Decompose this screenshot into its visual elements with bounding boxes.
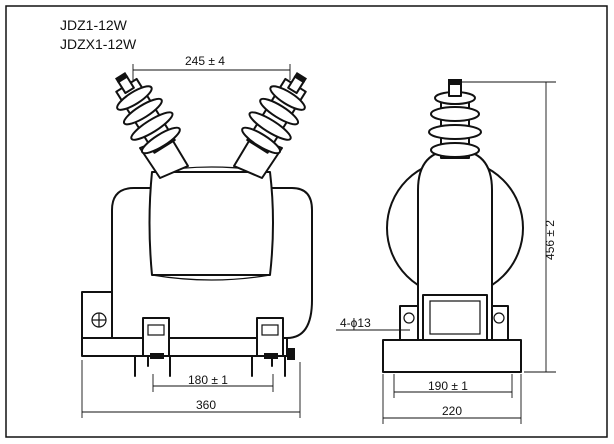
- front-view: 245 ± 4 180 ± 1 360: [81, 54, 313, 418]
- front-left-bracket: [81, 291, 113, 339]
- front-ground-lug: [287, 348, 295, 360]
- dim-side-width: 220: [442, 404, 462, 418]
- model-title-2: JDZX1-12W: [60, 36, 137, 52]
- front-foot-left: [134, 355, 171, 377]
- side-base-plate: [382, 339, 522, 373]
- drawing-border: [5, 5, 608, 438]
- dim-insulator-spacing: 245 ± 4: [185, 54, 225, 68]
- side-nameplate: [422, 294, 488, 341]
- right-insulator: [241, 71, 307, 155]
- dim-overall-height: 456 ± 2: [543, 220, 557, 260]
- dim-side-hole-spacing: 190 ± 1: [428, 379, 468, 393]
- model-title-1: JDZ1-12W: [60, 17, 128, 33]
- front-terminal-box-right: [256, 317, 284, 357]
- front-terminal-box-left: [142, 317, 170, 357]
- left-insulator: [115, 71, 181, 155]
- dim-front-width: 360: [196, 398, 216, 412]
- dim-front-hole-spacing: 180 ± 1: [188, 373, 228, 387]
- side-view: 4-ϕ13 456 ± 2 190 ± 1 220: [336, 79, 557, 424]
- dim-mounting-holes: 4-ϕ13: [340, 316, 371, 330]
- front-core-cylinder: [148, 171, 274, 276]
- side-insulator: [428, 79, 482, 159]
